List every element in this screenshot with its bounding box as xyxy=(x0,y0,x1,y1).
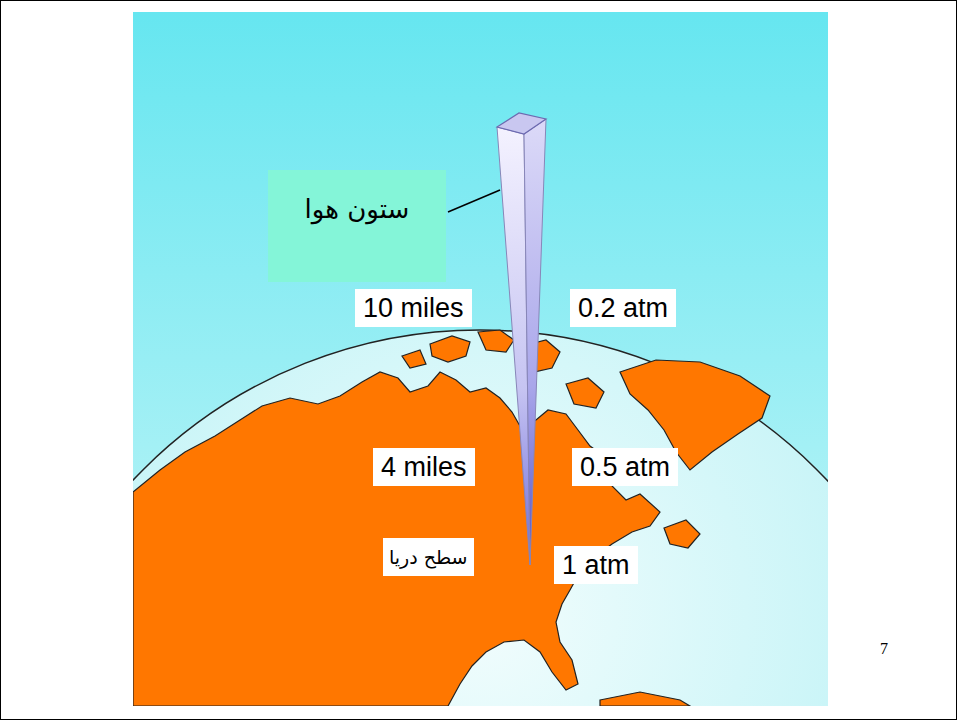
newfoundland xyxy=(664,520,700,548)
value-label: 4 miles xyxy=(373,448,475,486)
canadian-islands xyxy=(402,330,604,408)
air-column-right-face xyxy=(524,119,546,565)
value-label: 0.5 atm xyxy=(572,448,678,486)
value-label: 0.2 atm xyxy=(570,289,676,327)
globe xyxy=(133,330,828,706)
north-america xyxy=(133,372,660,706)
value-label: سطح دریا xyxy=(383,538,474,576)
air-column-top xyxy=(497,113,546,134)
callout-box: ستون هوا xyxy=(268,170,446,282)
value-label: 1 atm xyxy=(554,546,638,584)
cuba xyxy=(600,692,690,706)
callout-text: ستون هوا xyxy=(305,194,410,224)
value-label: 10 miles xyxy=(355,289,472,327)
page-number: 7 xyxy=(880,640,888,658)
leader-line xyxy=(448,190,500,212)
